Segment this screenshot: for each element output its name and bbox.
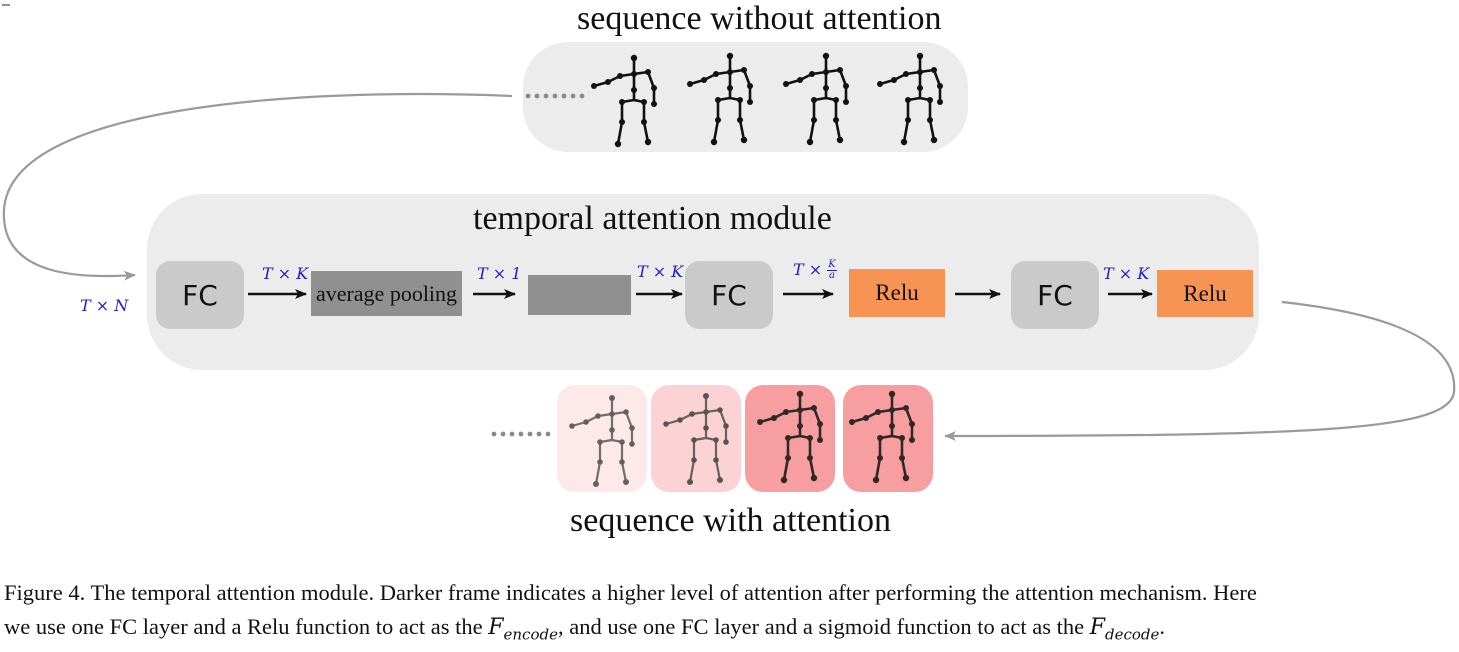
top-sequence-panel — [523, 42, 968, 152]
caption-f-decode: F — [1089, 615, 1105, 640]
attention-frame-1 — [557, 385, 647, 492]
input-flow-arrow — [2, 92, 513, 281]
fc-layer-2: FC — [685, 261, 773, 329]
attention-frame-4 — [843, 385, 933, 492]
caption-text-b: , and use one FC layer and a sigmoid fun… — [557, 614, 1090, 639]
fc-layer-3: FC — [1011, 261, 1099, 329]
dim-label-fc1-output: T × K — [262, 264, 309, 283]
average-pooling-box: average pooling — [311, 271, 462, 316]
caption-encode-subscript: encode — [503, 625, 558, 644]
relu-box-1: Relu — [849, 269, 945, 317]
caption-decode-subscript: decode — [1104, 625, 1160, 644]
bottom-sequence-dots — [491, 431, 551, 437]
output-flow-arrow — [944, 300, 1456, 441]
fraction-numerator: K — [827, 259, 837, 271]
dim-label-fc3-output: T × K — [1103, 264, 1150, 283]
pooled-vector-box — [528, 275, 631, 315]
relu-box-2: Relu — [1157, 270, 1253, 317]
title-sequence-without-attention: sequence without attention — [577, 0, 942, 37]
caption-line-2: we use one FC layer and a Relu function … — [4, 610, 1456, 652]
caption-text-a: we use one FC layer and a Relu function … — [4, 614, 489, 639]
top-sequence-dots — [525, 93, 585, 99]
dim-label-pool-output: T × 1 — [477, 264, 522, 283]
dim-label-input: T × N — [80, 296, 129, 315]
dim-label-fraction: K a — [827, 259, 837, 281]
fc-layer-1: FC — [156, 261, 244, 329]
dim-label-fc2-input: T × K — [637, 262, 684, 281]
dim-label-fc2-output-prefix: T × — [793, 260, 823, 279]
dim-label-fc2-output: T × K a — [793, 260, 837, 281]
caption-line-1: Figure 4. The temporal attention module.… — [4, 580, 1257, 605]
caption-text-c: . — [1159, 614, 1165, 639]
title-sequence-with-attention: sequence with attention — [570, 502, 892, 539]
caption-f-encode: F — [488, 615, 504, 640]
fraction-denominator: a — [829, 270, 835, 281]
figure-caption: Figure 4. The temporal attention module.… — [4, 576, 1456, 652]
title-temporal-attention-module: temporal attention module — [473, 200, 832, 237]
